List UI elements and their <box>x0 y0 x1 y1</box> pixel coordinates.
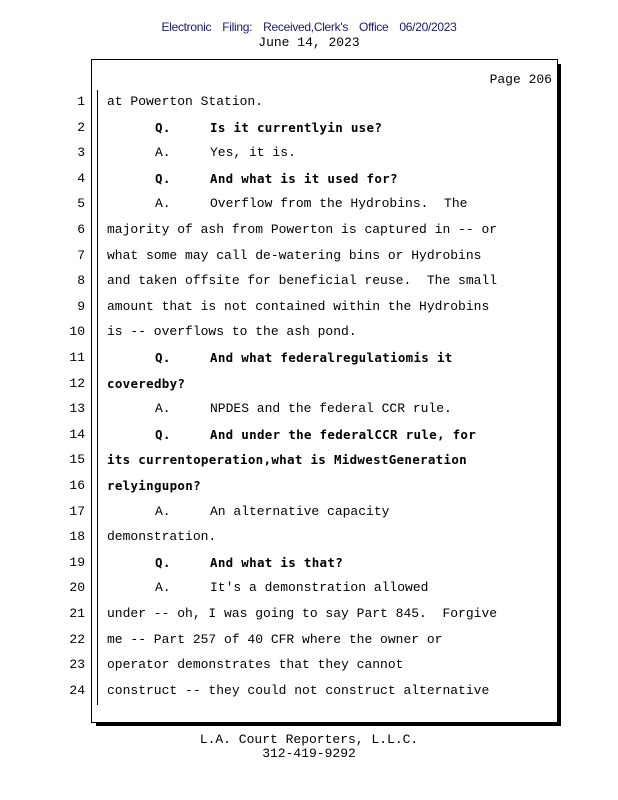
line-number: 7 <box>77 247 85 263</box>
line-text: relyingupon? <box>107 478 201 493</box>
line-text: operator demonstrates that they cannot <box>107 657 404 673</box>
line-number: 2 <box>77 119 85 135</box>
line-number: 11 <box>69 350 85 365</box>
line-text: under -- oh, I was going to say Part 845… <box>107 606 498 621</box>
line-text: its currentoperation,what is MidwestGene… <box>107 452 467 468</box>
line-number: 17 <box>69 503 85 519</box>
line-number: 3 <box>77 145 85 161</box>
line-number: 21 <box>69 606 85 621</box>
line-number: 18 <box>69 529 85 545</box>
line-text: demonstration. <box>107 529 217 545</box>
line-number: 8 <box>77 273 85 289</box>
line-text: is -- overflows to the ash pond. <box>107 324 357 340</box>
line-text: Overflow from the Hydrobins. The <box>210 196 468 212</box>
line-number: 12 <box>69 375 85 391</box>
page-number: Page 206 <box>489 72 552 87</box>
line-number: 22 <box>69 631 85 647</box>
line-text: And what federalregulatiomis it <box>210 350 453 365</box>
speaker-label: A. <box>155 401 171 417</box>
reporter-phone: 312-419-9292 <box>262 746 356 761</box>
margin-line <box>97 90 98 705</box>
line-number: 14 <box>69 426 85 442</box>
transcript-date: June 14, 2023 <box>258 35 360 50</box>
transcript-page <box>91 59 558 723</box>
speaker-label: A. <box>155 503 171 519</box>
speaker-label: Q. <box>155 554 171 570</box>
line-number: 13 <box>69 401 85 417</box>
speaker-label: Q. <box>155 350 171 365</box>
line-number: 24 <box>69 682 85 698</box>
line-text: It's a demonstration allowed <box>210 580 429 596</box>
line-text: An alternative capacity <box>210 503 390 519</box>
line-text: what some may call de-watering bins or H… <box>107 247 482 263</box>
line-text: and taken offsite for beneficial reuse. … <box>107 273 498 289</box>
filing-stamp: Electronic Filing: Received,Clerk's Offi… <box>161 20 457 34</box>
reporter-name: L.A. Court Reporters, L.L.C. <box>199 732 419 747</box>
line-text: at Powerton Station. <box>107 94 264 109</box>
line-number: 23 <box>69 657 85 673</box>
line-text: majority of ash from Powerton is capture… <box>107 222 498 237</box>
line-number: 19 <box>69 554 85 570</box>
speaker-label: A. <box>155 196 171 212</box>
line-number: 4 <box>77 170 85 186</box>
speaker-label: Q. <box>155 119 171 135</box>
line-text: And what is that? <box>210 554 344 570</box>
line-text: And under the federalCCR rule, for <box>210 426 477 442</box>
line-text: NPDES and the federal CCR rule. <box>210 401 452 417</box>
speaker-label: A. <box>155 580 171 596</box>
line-text: Yes, it is. <box>210 145 296 161</box>
line-text: amount that is not contained within the … <box>107 298 490 314</box>
line-number: 9 <box>77 298 85 314</box>
line-number: 1 <box>77 94 85 109</box>
line-number: 6 <box>77 222 85 237</box>
line-number: 5 <box>77 196 85 212</box>
line-number: 15 <box>69 452 85 468</box>
line-text: construct -- they could not construct al… <box>107 682 490 698</box>
speaker-label: Q. <box>155 426 171 442</box>
line-number: 20 <box>69 580 85 596</box>
line-number: 10 <box>69 324 85 340</box>
speaker-label: Q. <box>155 170 171 186</box>
line-text: me -- Part 257 of 40 CFR where the owner… <box>107 631 443 647</box>
line-text: And what is it used for? <box>210 170 398 186</box>
line-number: 16 <box>69 478 85 493</box>
speaker-label: A. <box>155 145 171 161</box>
line-text: coveredby? <box>107 375 186 391</box>
line-text: Is it currentlyin use? <box>210 119 383 135</box>
